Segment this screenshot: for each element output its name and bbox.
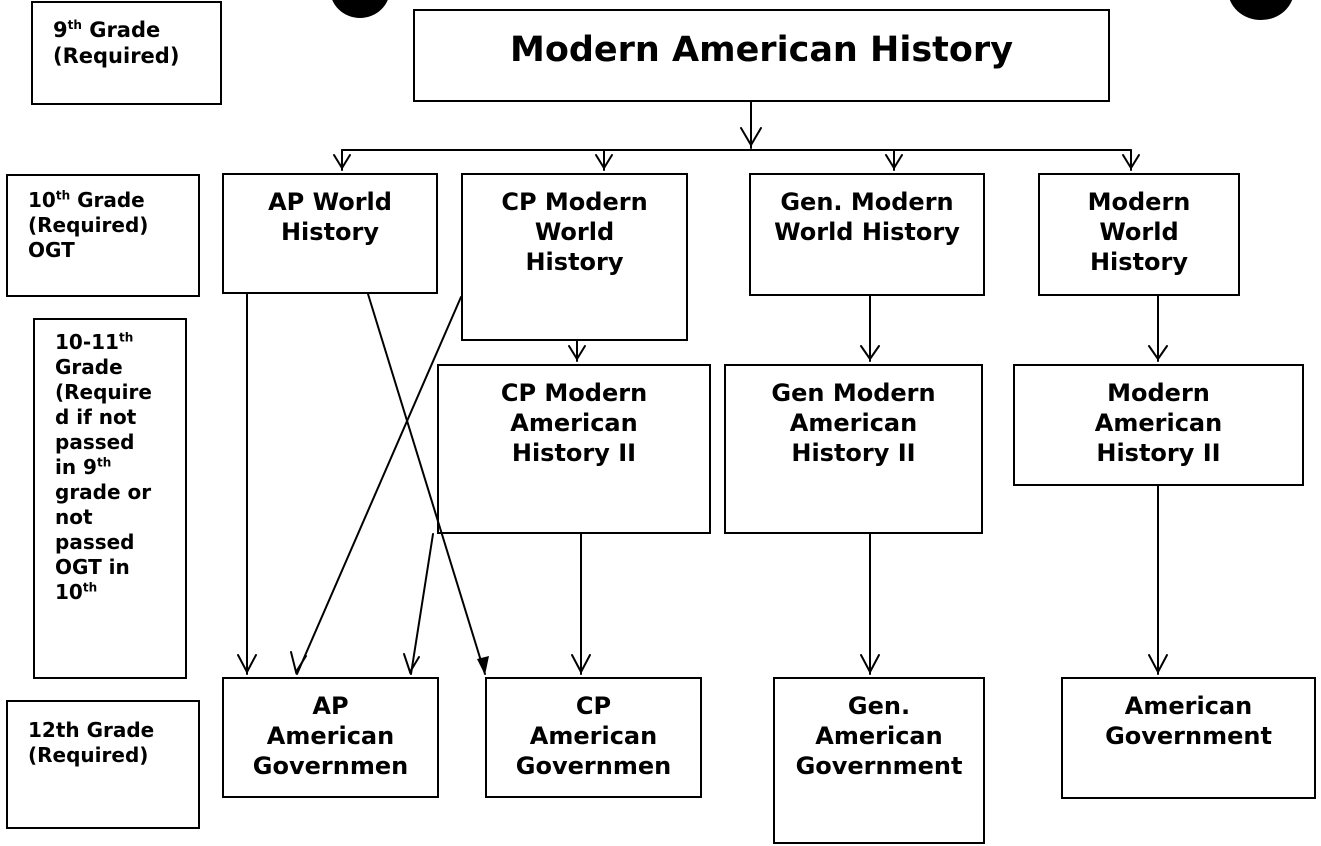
decorative-blob-left bbox=[330, 0, 390, 18]
cp-modern-american-history-ii-label: CP Modern American History II bbox=[500, 379, 648, 467]
ap-world-history-label: AP World History bbox=[268, 188, 392, 246]
connector-cp-world-to-ap-gov bbox=[296, 296, 462, 675]
filled-arrowhead-cp-gov bbox=[477, 656, 489, 675]
gen-modern-world-history-box: Gen. Modern World History bbox=[749, 173, 985, 296]
grade-9-label: 9th Grade (Required) bbox=[53, 18, 180, 69]
gen-modern-world-history-label: Gen. Modern World History bbox=[774, 188, 960, 246]
grade-12-box: 12th Grade (Required) bbox=[6, 700, 200, 829]
modern-world-history-label: Modern World History bbox=[1087, 188, 1191, 276]
american-government-label: American Government bbox=[1105, 692, 1272, 750]
ap-american-government-box: AP American Governmen bbox=[222, 677, 439, 798]
modern-world-history-box: Modern World History bbox=[1038, 173, 1240, 296]
grade-9-box: 9th Grade (Required) bbox=[31, 1, 222, 105]
cp-american-government-box: CP American Governmen bbox=[485, 677, 702, 798]
gen-modern-american-history-ii-box: Gen Modern American History II bbox=[724, 364, 983, 534]
cp-modern-world-history-label: CP Modern World History bbox=[501, 188, 648, 276]
modern-american-history-label: Modern American History bbox=[509, 30, 1014, 70]
grade-10-label: 10th Grade (Required) OGT bbox=[28, 188, 149, 262]
grade-10-box: 10th Grade (Required) OGT bbox=[6, 174, 200, 297]
modern-american-history-box: Modern American History bbox=[413, 9, 1110, 102]
cp-american-government-label: CP American Governmen bbox=[515, 692, 672, 780]
connector-cp-hist-ii-to-ap-gov bbox=[410, 533, 434, 675]
decorative-blob-right bbox=[1228, 0, 1294, 20]
modern-american-history-ii-label: Modern American History II bbox=[1094, 379, 1223, 467]
ap-world-history-box: AP World History bbox=[222, 173, 438, 294]
ap-american-government-label: AP American Governmen bbox=[252, 692, 409, 780]
cp-modern-world-history-box: CP Modern World History bbox=[461, 173, 688, 341]
trunk-arrowhead bbox=[740, 127, 762, 147]
gen-american-government-label: Gen. American Government bbox=[795, 692, 963, 780]
modern-american-history-ii-box: Modern American History II bbox=[1013, 364, 1304, 486]
gen-american-government-box: Gen. American Government bbox=[773, 677, 985, 844]
connector-ap-world-to-cp-gov bbox=[367, 293, 486, 675]
grade-12-label: 12th Grade (Required) bbox=[28, 718, 155, 767]
gen-modern-american-history-ii-label: Gen Modern American History II bbox=[771, 379, 936, 467]
american-government-box: American Government bbox=[1061, 677, 1316, 799]
cp-modern-american-history-ii-box: CP Modern American History II bbox=[437, 364, 711, 534]
